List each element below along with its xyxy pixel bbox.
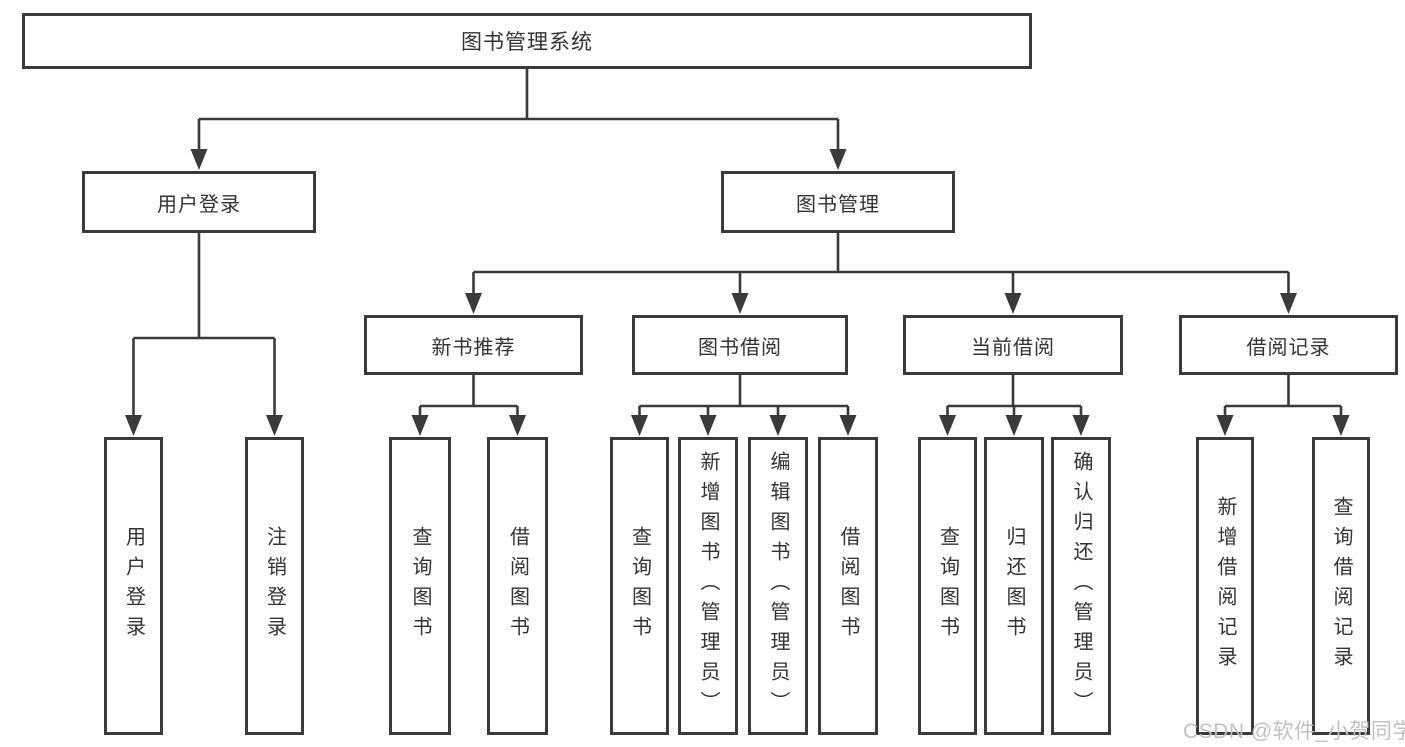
node-label: 查询图书 [936, 526, 959, 646]
node-book-borrow: 图书借阅 [632, 315, 848, 375]
node-user-login: 用户登录 [82, 171, 316, 233]
arrowheads [125, 149, 1350, 436]
node-label: 借阅图书 [506, 526, 529, 646]
node-new-book-recommend: 新书推荐 [364, 315, 583, 375]
leaf-recommend-query-books: 查询图书 [389, 437, 451, 735]
node-library-management-system: 图书管理系统 [22, 13, 1032, 69]
node-label: 注销登录 [263, 526, 286, 646]
node-label: 查询借阅记录 [1330, 496, 1352, 676]
node-label: 查询图书 [628, 526, 651, 646]
node-label: 借阅图书 [837, 526, 859, 646]
node-borrow-records: 借阅记录 [1179, 315, 1398, 375]
node-label: 新增图书（管理员） [697, 451, 719, 721]
leaf-borrow-add-books-admin: 新增图书（管理员） [678, 437, 738, 735]
leaf-borrow-edit-books-admin: 编辑图书（管理员） [748, 437, 808, 735]
leaf-records-add-record: 新增借阅记录 [1196, 437, 1254, 735]
leaf-records-query-record: 查询借阅记录 [1312, 437, 1370, 735]
leaf-borrow-query-books: 查询图书 [610, 437, 669, 735]
node-label: 新增借阅记录 [1214, 496, 1236, 676]
node-label: 确认归还（管理员） [1070, 451, 1092, 721]
node-label: 图书管理 [796, 193, 880, 216]
node-label: 借阅记录 [1246, 336, 1331, 359]
leaf-recommend-borrow-books: 借阅图书 [487, 437, 548, 735]
node-label: 用户登录 [122, 526, 145, 646]
leaf-logout: 注销登录 [245, 437, 304, 735]
node-label: 用户登录 [157, 193, 241, 216]
node-label: 编辑图书（管理员） [767, 451, 789, 721]
leaf-current-query-books: 查询图书 [918, 437, 977, 735]
node-current-borrow: 当前借阅 [903, 315, 1123, 375]
node-label: 新书推荐 [431, 336, 516, 359]
node-label: 图书借阅 [698, 336, 782, 359]
watermark: CSDN @软件_小贺同学 [1183, 720, 1405, 743]
leaf-borrow-borrow-books: 借阅图书 [818, 437, 878, 735]
leaf-current-confirm-return-admin: 确认归还（管理员） [1051, 437, 1111, 735]
node-book-management: 图书管理 [721, 171, 955, 233]
node-label: 当前借阅 [971, 336, 1055, 359]
node-label: 归还图书 [1003, 526, 1025, 646]
connector-strokes [132, 69, 1343, 417]
leaf-current-return-books: 归还图书 [984, 437, 1044, 735]
node-label: 查询图书 [409, 526, 431, 646]
leaf-user-login: 用户登录 [104, 437, 163, 735]
node-label: 图书管理系统 [461, 31, 593, 54]
